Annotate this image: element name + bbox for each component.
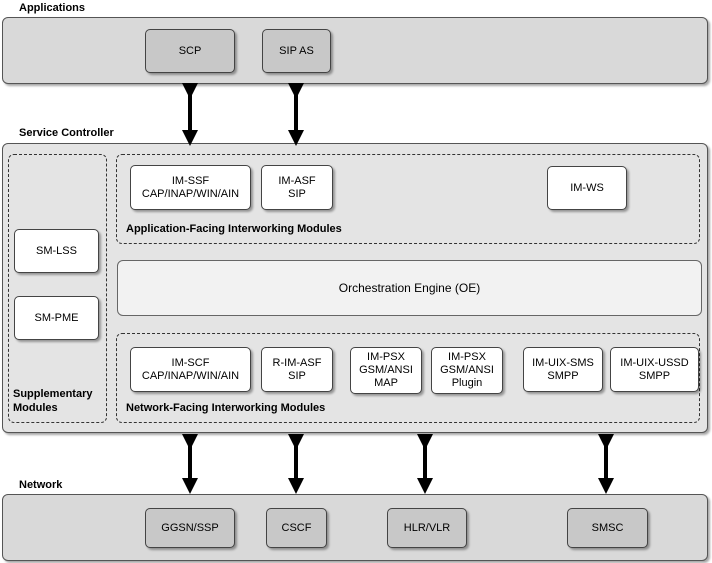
r-im-asf-box: R-IM-ASF SIP bbox=[261, 347, 333, 392]
sm-lss-box: SM-LSS bbox=[14, 229, 99, 273]
service-controller-label: Service Controller bbox=[19, 127, 114, 139]
application-facing-label: Application-Facing Interworking Modules bbox=[126, 223, 342, 235]
im-uix-sms-box: IM-UIX-SMS SMPP bbox=[523, 347, 603, 392]
im-asf-box: IM-ASF SIP bbox=[261, 165, 333, 210]
network-facing-group bbox=[116, 333, 700, 423]
sip-as-box: SIP AS bbox=[262, 29, 331, 73]
hlr-vlr-box: HLR/VLR bbox=[387, 508, 467, 548]
application-facing-group bbox=[116, 154, 700, 244]
orchestration-engine-box: Orchestration Engine (OE) bbox=[117, 260, 702, 316]
smsc-box: SMSC bbox=[567, 508, 648, 548]
im-psx-plugin-box: IM-PSX GSM/ANSI Plugin bbox=[431, 347, 503, 394]
im-uix-ussd-box: IM-UIX-USSD SMPP bbox=[610, 347, 699, 392]
cscf-box: CSCF bbox=[266, 508, 327, 548]
network-label: Network bbox=[19, 479, 63, 491]
supplementary-modules-group bbox=[8, 154, 107, 423]
network-facing-label: Network-Facing Interworking Modules bbox=[126, 402, 326, 414]
im-psx-map-box: IM-PSX GSM/ANSI MAP bbox=[350, 347, 422, 394]
supplementary-modules-label: Supplementary Modules bbox=[13, 388, 93, 414]
im-scf-box: IM-SCF CAP/INAP/WIN/AIN bbox=[130, 347, 251, 392]
im-ws-box: IM-WS bbox=[547, 166, 627, 210]
sm-pme-box: SM-PME bbox=[14, 296, 99, 340]
im-ssf-box: IM-SSF CAP/INAP/WIN/AIN bbox=[130, 165, 251, 210]
ggsn-ssp-box: GGSN/SSP bbox=[145, 508, 235, 548]
scp-box: SCP bbox=[145, 29, 235, 73]
applications-panel bbox=[2, 17, 708, 84]
applications-label: Applications bbox=[19, 2, 86, 14]
